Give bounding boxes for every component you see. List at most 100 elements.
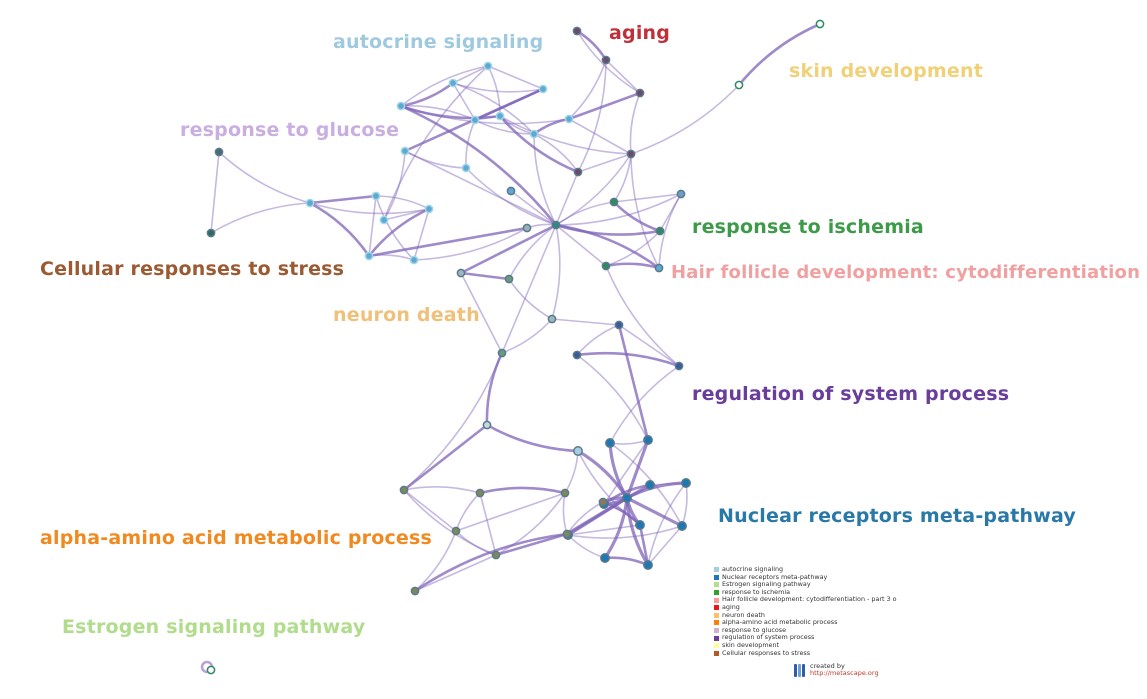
network-edge bbox=[551, 224, 561, 320]
network-node[interactable] bbox=[399, 485, 409, 495]
network-node[interactable] bbox=[605, 438, 615, 448]
network-node[interactable] bbox=[409, 255, 419, 265]
legend-label: skin development bbox=[722, 640, 780, 649]
network-node[interactable] bbox=[681, 478, 691, 488]
network-edge bbox=[403, 489, 497, 556]
network-node[interactable] bbox=[674, 361, 684, 371]
network-edge bbox=[576, 354, 649, 441]
network-node[interactable] bbox=[815, 19, 825, 29]
network-node[interactable] bbox=[734, 80, 744, 90]
network-node[interactable] bbox=[635, 520, 645, 530]
legend-label: Estrogen signaling pathway bbox=[722, 580, 811, 589]
network-node[interactable] bbox=[601, 55, 611, 65]
legend-item: Estrogen signaling pathway bbox=[714, 581, 904, 589]
network-node[interactable] bbox=[400, 146, 410, 156]
network-node[interactable] bbox=[622, 493, 632, 503]
cluster-label-hair: Hair follicle development: cytodifferent… bbox=[671, 262, 1140, 283]
network-node[interactable] bbox=[424, 204, 434, 214]
legend-item: neuron death bbox=[714, 611, 904, 620]
legend-label: Cellular responses to stress bbox=[722, 648, 811, 657]
network-node[interactable] bbox=[573, 167, 583, 177]
legend-item: regulation of system process bbox=[714, 634, 904, 642]
node-layer bbox=[206, 19, 825, 675]
credit-url[interactable]: http://metascape.org bbox=[810, 669, 879, 677]
legend-label: aging bbox=[722, 602, 740, 611]
network-node[interactable] bbox=[560, 488, 570, 498]
network-node[interactable] bbox=[614, 320, 624, 330]
network-node[interactable] bbox=[538, 84, 548, 94]
network-node[interactable] bbox=[601, 261, 611, 271]
network-edge bbox=[577, 153, 632, 173]
network-node[interactable] bbox=[551, 220, 561, 230]
network-node[interactable] bbox=[506, 186, 516, 196]
cluster-label-text: response to ischemia bbox=[692, 216, 924, 238]
network-node[interactable] bbox=[643, 435, 653, 445]
network-edge bbox=[375, 195, 415, 261]
network-node[interactable] bbox=[491, 550, 501, 560]
network-node[interactable] bbox=[483, 61, 493, 71]
legend-swatch bbox=[714, 567, 719, 573]
network-node[interactable] bbox=[461, 163, 471, 173]
network-node[interactable] bbox=[643, 560, 653, 570]
network-node[interactable] bbox=[214, 147, 224, 157]
network-node[interactable] bbox=[522, 223, 532, 233]
network-node[interactable] bbox=[305, 198, 315, 208]
network-node[interactable] bbox=[475, 488, 485, 498]
network-node[interactable] bbox=[654, 263, 664, 273]
network-node[interactable] bbox=[470, 115, 480, 125]
network-node[interactable] bbox=[655, 226, 665, 236]
network-edge bbox=[612, 200, 662, 233]
network-node[interactable] bbox=[206, 228, 216, 238]
network-node[interactable] bbox=[645, 480, 655, 490]
network-node[interactable] bbox=[572, 350, 582, 360]
network-node[interactable] bbox=[482, 420, 492, 430]
network-node[interactable] bbox=[564, 114, 574, 124]
network-edge bbox=[510, 190, 557, 226]
network-edge bbox=[564, 450, 579, 494]
network-edge bbox=[465, 167, 557, 226]
network-node[interactable] bbox=[562, 529, 572, 539]
cluster-label-aging: aging bbox=[609, 22, 670, 44]
network-edge bbox=[604, 262, 661, 270]
network-edge bbox=[368, 195, 377, 257]
network-node[interactable] bbox=[504, 274, 514, 284]
legend-item: alpha-amino acid metabolic process bbox=[714, 619, 904, 627]
network-node[interactable] bbox=[364, 251, 374, 261]
credit-created-by: created by bbox=[810, 661, 845, 670]
network-node[interactable] bbox=[547, 314, 557, 324]
network-node[interactable] bbox=[573, 446, 583, 456]
network-node[interactable] bbox=[598, 497, 608, 507]
network-node[interactable] bbox=[529, 129, 539, 139]
network-edge bbox=[400, 65, 489, 107]
network-edge bbox=[404, 150, 467, 169]
network-edge bbox=[404, 150, 557, 226]
network-edge bbox=[562, 492, 568, 535]
network-node[interactable] bbox=[451, 526, 461, 536]
cluster-label-nuclear: Nuclear receptors meta-pathway bbox=[718, 505, 1076, 527]
network-edge bbox=[308, 201, 371, 258]
network-node[interactable] bbox=[626, 149, 636, 159]
network-edge bbox=[501, 318, 553, 354]
network-node[interactable] bbox=[495, 111, 505, 121]
network-node[interactable] bbox=[572, 26, 582, 36]
network-node[interactable] bbox=[677, 521, 687, 531]
network-node[interactable] bbox=[600, 553, 610, 563]
network-node[interactable] bbox=[371, 191, 381, 201]
network-node[interactable] bbox=[497, 348, 507, 358]
legend-item: Nuclear receptors meta-pathway bbox=[714, 573, 904, 582]
network-edge bbox=[647, 482, 687, 566]
network-node[interactable] bbox=[396, 101, 406, 111]
network-node[interactable] bbox=[676, 189, 686, 199]
network-node[interactable] bbox=[448, 78, 458, 88]
network-node[interactable] bbox=[609, 197, 619, 207]
network-node[interactable] bbox=[456, 268, 466, 278]
network-node[interactable] bbox=[410, 586, 420, 596]
network-edge bbox=[501, 224, 557, 354]
network-edge bbox=[499, 115, 632, 155]
network-edge bbox=[487, 65, 544, 90]
legend-label: Hair follicle development: cytodifferent… bbox=[722, 595, 897, 604]
network-node[interactable] bbox=[635, 88, 645, 98]
network-edge bbox=[455, 492, 566, 532]
network-node[interactable] bbox=[206, 665, 216, 675]
network-node[interactable] bbox=[379, 215, 389, 225]
